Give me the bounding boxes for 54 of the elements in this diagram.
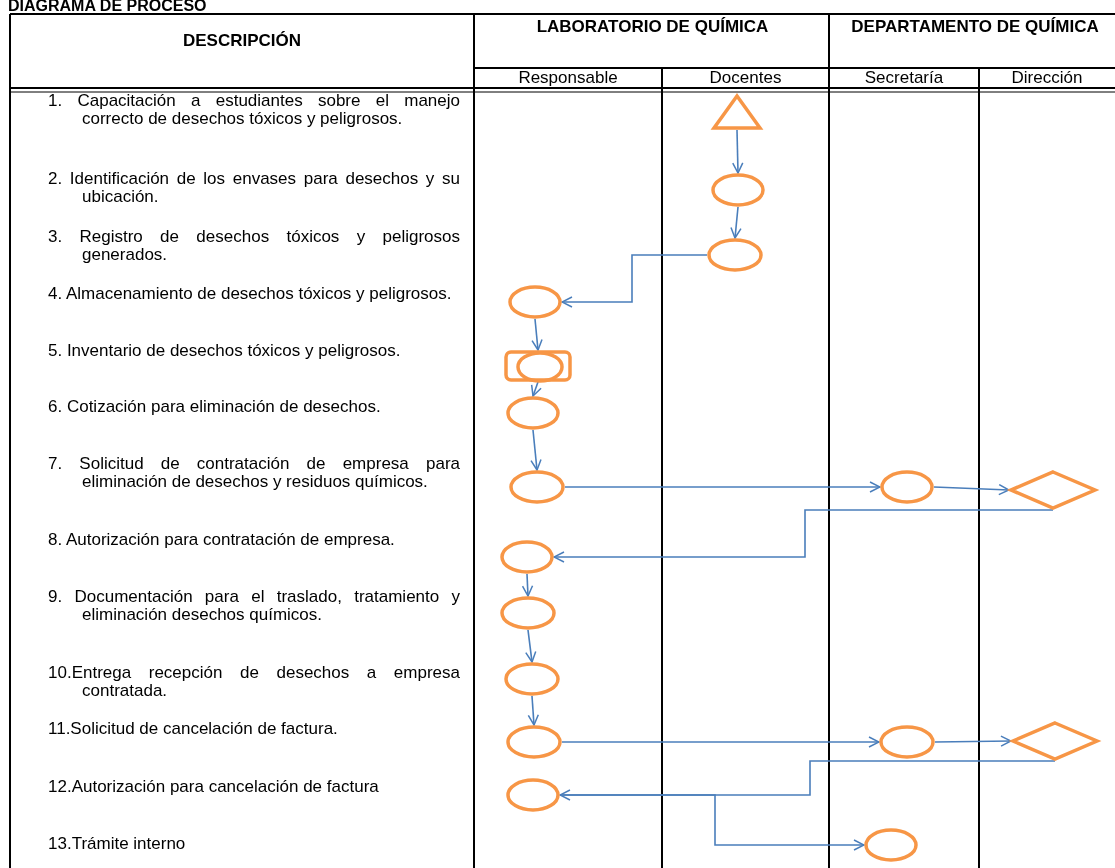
diagram-title: DIAGRAMA DE PROCESO (8, 0, 207, 15)
operation-circle (506, 396, 560, 430)
operation-inspection-symbol (504, 350, 572, 382)
arrow (934, 735, 1012, 747)
arrow (732, 129, 744, 174)
step-description: 2. Identificación de los envases para desechos y su ubicación. (48, 170, 460, 206)
step-description: 13.Trámite interno (48, 835, 187, 853)
arrow (559, 794, 865, 851)
arrow (527, 695, 540, 726)
decision-diamond (1009, 470, 1097, 510)
arrow (521, 573, 534, 597)
arrow (531, 318, 543, 351)
operation-circle (880, 470, 934, 504)
step-description: 4. Almacenamiento de desechos tóxicos y peligrosos. (48, 285, 453, 303)
lane-header: Docentes (708, 68, 783, 88)
operation-circle (500, 540, 554, 574)
arrow (564, 481, 881, 493)
column-header: DEPARTAMENTO DE QUÍMICA (850, 18, 1100, 36)
arrow (559, 760, 1056, 801)
step-description: 1. Capacitación a estudiantes sobre el manejo correcto de desechos tóxicos y peligrosos. (48, 92, 460, 128)
operation-circle (509, 470, 565, 504)
arrow (933, 483, 1010, 496)
step-description: 5. Inventario de desechos tóxicos y peligrosos. (48, 342, 402, 360)
operation-circle (504, 662, 560, 696)
arrow (530, 429, 542, 471)
step-description: 10.Entrega recepción de desechos a empresa contratada. (48, 664, 460, 700)
step-description: 3. Registro de desechos tóxicos y peligrosos generados. (48, 228, 460, 264)
arrow (553, 509, 1054, 563)
step-description: 8. Autorización para contratación de empresa. (48, 531, 396, 549)
operation-circle (506, 725, 562, 759)
operation-circle (506, 778, 560, 812)
operation-circle (879, 725, 935, 759)
column-header: LABORATORIO DE QUÍMICA (535, 18, 770, 36)
lane-header: Secretaría (863, 68, 945, 88)
arrow (730, 206, 742, 239)
step-description: 11.Solicitud de cancelación de factura. (48, 720, 339, 738)
operation-circle (711, 173, 765, 207)
step-description: 6. Cotización para eliminación de desechos. (48, 398, 382, 416)
lane-header: Responsable (517, 68, 619, 88)
arrow (530, 381, 542, 397)
operation-circle (864, 828, 918, 862)
operation-circle (707, 238, 763, 272)
lane-header: Dirección (1010, 68, 1084, 88)
start-triangle (712, 94, 762, 130)
column-header: DESCRIPCIÓN (181, 32, 303, 50)
step-description: 9. Documentación para el traslado, tratamiento y eliminación desechos químicos. (48, 588, 460, 624)
arrow (561, 736, 880, 748)
arrow (561, 254, 708, 308)
operation-circle (500, 596, 556, 630)
operation-circle (508, 285, 562, 319)
step-description: 7. Solicitud de contratación de empresa para eliminación de desechos y residuos químicos. (48, 455, 460, 491)
arrow (525, 629, 537, 663)
decision-diamond (1011, 721, 1099, 761)
step-description: 12.Autorización para cancelación de factura (48, 778, 380, 796)
